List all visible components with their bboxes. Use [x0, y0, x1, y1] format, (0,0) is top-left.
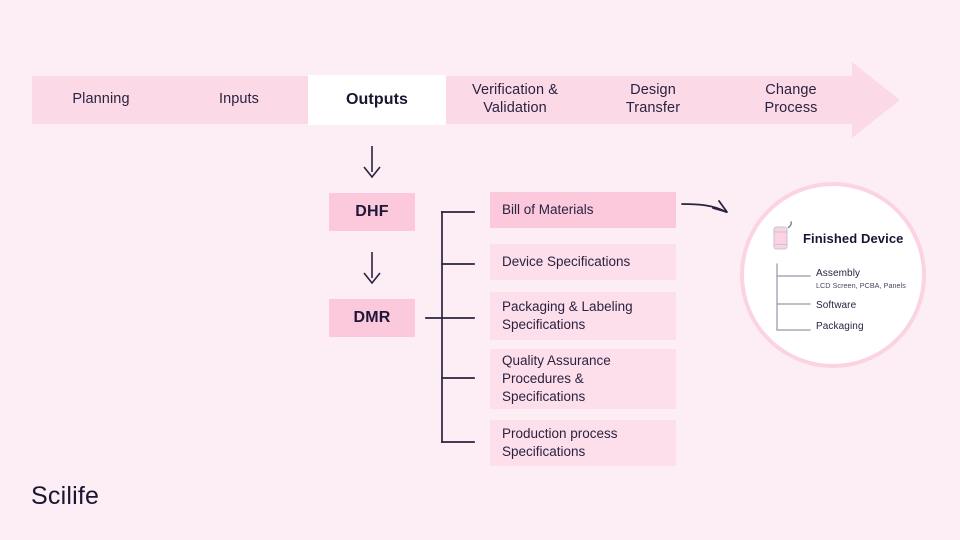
tree-item-assembly-sub: LCD Screen, PCBA, Panels	[816, 281, 906, 290]
finished-device-tree-connector	[776, 262, 916, 338]
phase-outputs[interactable]: Outputs	[308, 75, 446, 125]
output-item-label: Quality Assurance Procedures & Specifica…	[502, 352, 611, 405]
output-item-label: Packaging & Labeling Specifications	[502, 298, 633, 332]
finished-device-circle	[740, 182, 926, 368]
banner-body	[32, 76, 860, 124]
tree-item-software-label: Software	[816, 300, 857, 311]
tree-item-packaging-label: Packaging	[816, 321, 864, 332]
output-item-bill-of-materials[interactable]: Bill of Materials	[490, 192, 676, 228]
phase-list: Planning Inputs Outputs Verification & V…	[32, 75, 860, 125]
tree-item-assembly-label: Assembly	[816, 268, 861, 279]
output-item-device-specifications[interactable]: Device Specifications	[490, 244, 676, 280]
phase-planning[interactable]: Planning	[72, 91, 130, 108]
phase-verification-validation[interactable]: Verification & Validation	[471, 82, 559, 116]
dhf-label: DHF	[355, 203, 389, 220]
dhf-box[interactable]: DHF	[329, 193, 415, 231]
phase-inputs[interactable]: Inputs	[218, 91, 260, 108]
scilife-logo: Scilife	[31, 482, 100, 510]
dmr-outputs-bracket	[425, 196, 485, 446]
arrow-right-to-finished-device-icon	[680, 192, 736, 226]
dmr-label: DMR	[353, 309, 391, 326]
arrow-down-to-dmr-icon	[359, 251, 385, 285]
output-item-label: Device Specifications	[502, 253, 631, 269]
output-item-label: Production process Specifications	[502, 425, 618, 459]
output-item-label: Bill of Materials	[502, 201, 594, 217]
output-item-production-process-specifications[interactable]: Production process Specifications	[490, 420, 676, 466]
mobile-device-icon	[772, 221, 794, 256]
output-item-quality-assurance-procedures-specifications[interactable]: Quality Assurance Procedures & Specifica…	[490, 349, 676, 409]
arrow-down-to-dhf-icon	[359, 145, 385, 179]
phase-design-transfer[interactable]: Design Transfer	[625, 82, 681, 116]
output-item-packaging-labeling-specifications[interactable]: Packaging & Labeling Specifications	[490, 292, 676, 340]
finished-device-title: Finished Device	[803, 231, 904, 246]
phase-change-process[interactable]: Change Process	[764, 82, 818, 116]
finished-device-header: Finished Device	[772, 221, 903, 256]
dmr-box[interactable]: DMR	[329, 299, 415, 337]
design-control-phase-banner: Planning Inputs Outputs Verification & V…	[32, 62, 900, 138]
